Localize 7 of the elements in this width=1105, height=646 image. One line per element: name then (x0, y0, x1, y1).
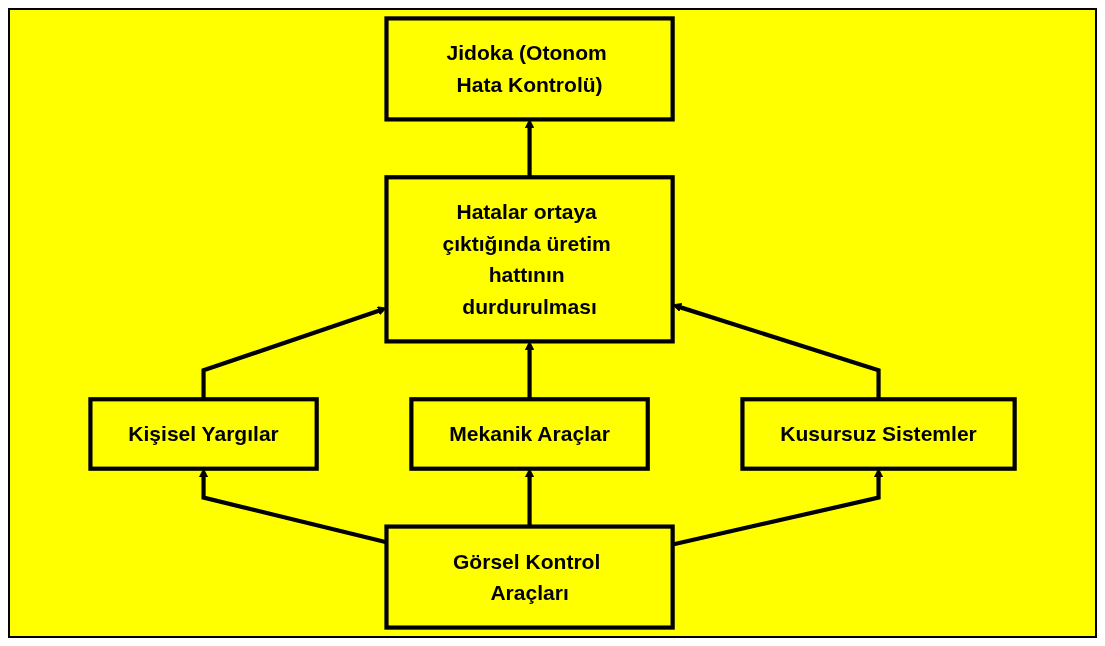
node-box (384, 524, 675, 630)
node-box (88, 397, 319, 471)
node-box (740, 397, 1017, 471)
node-box (409, 397, 650, 471)
node-box (384, 175, 675, 344)
flowchart-drawing: Jidoka (Otonom Hata Kontrolü) Hatalar ortaya çıktığında üretim hattının durdurulması Kişisel Yargılar Mekanik Araçlar Kusursuz Sistemler Görsel Kontrol Araçları (81, 10, 1024, 636)
node-box (384, 16, 675, 122)
